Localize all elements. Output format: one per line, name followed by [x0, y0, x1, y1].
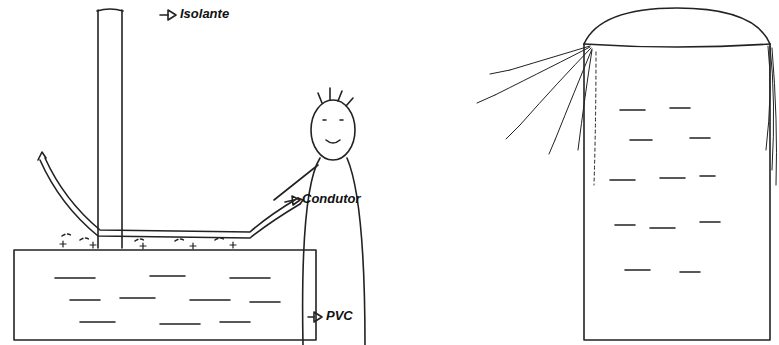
- cylinder-electroscope: [584, 8, 770, 340]
- hair-strands-right: [766, 46, 777, 185]
- conductor-strip: [38, 152, 303, 249]
- insulating-rod: [97, 9, 123, 248]
- part-label: Condutor: [302, 191, 360, 206]
- leader-arrows: [160, 10, 322, 322]
- part-label: Isolante: [180, 6, 229, 21]
- person-figure: [274, 88, 365, 345]
- pvc-block: [14, 250, 316, 340]
- hair-strands-left: [477, 46, 596, 185]
- part-label: PVC: [326, 308, 353, 323]
